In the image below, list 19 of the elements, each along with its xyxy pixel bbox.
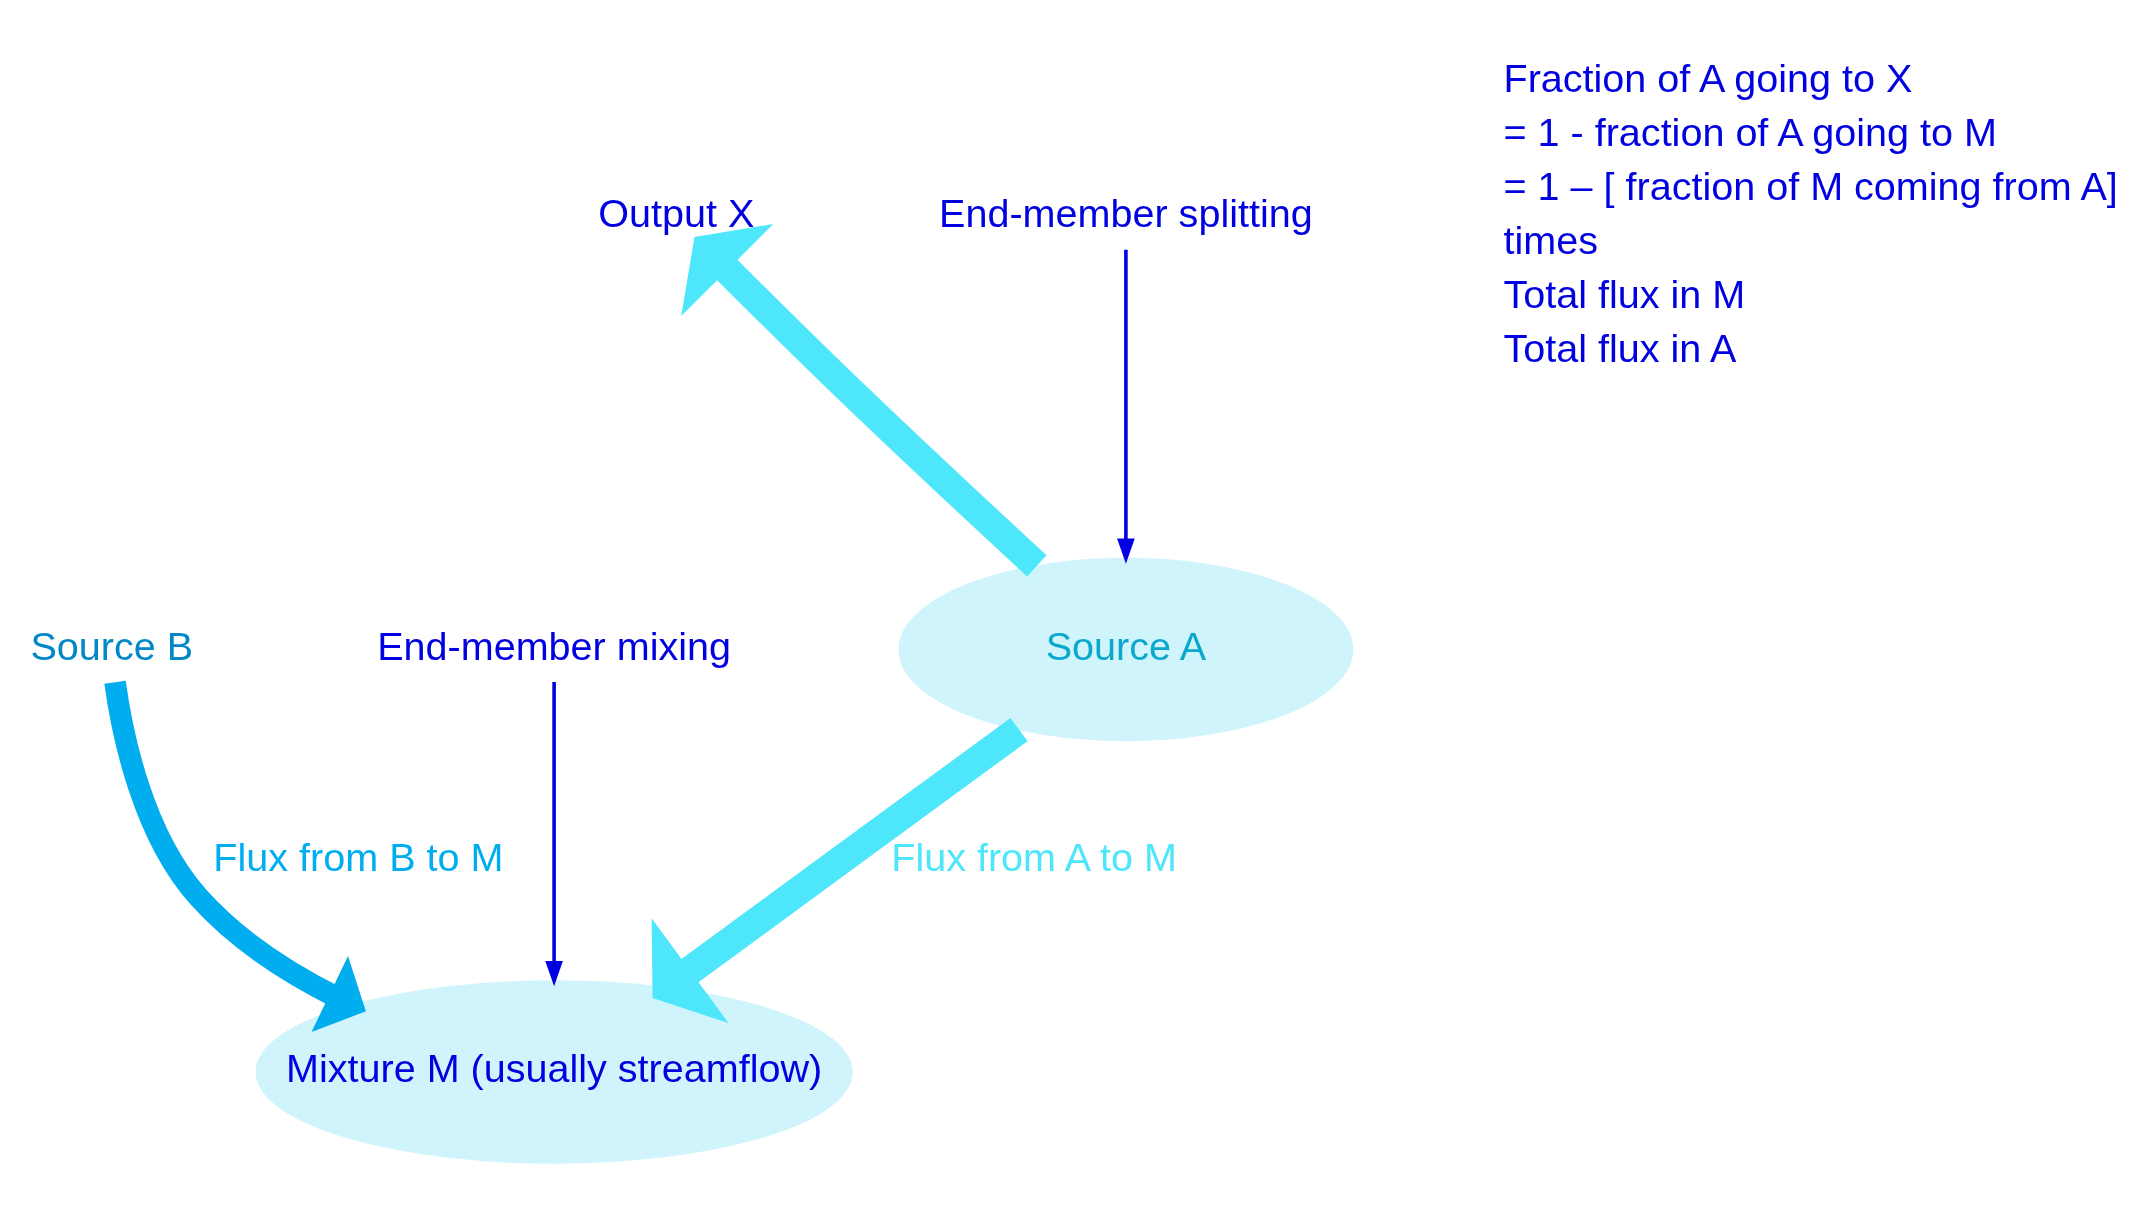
label: = 1 - fraction of A going to M <box>1503 109 1998 154</box>
arrow <box>681 223 1047 576</box>
node-ellipse: Mixture M (usually streamflow) <box>255 979 853 1164</box>
label: = 1 – [ fraction of M coming from A] <box>1503 163 2118 208</box>
edge-label: Flux from A to M <box>891 834 1177 879</box>
label: Fraction of A going to X <box>1503 55 1913 100</box>
arrow <box>651 717 1028 1023</box>
arrow <box>104 680 366 1032</box>
node-text: End-member splitting <box>939 190 1313 235</box>
label: Total flux in A <box>1503 325 1737 370</box>
label: Total flux in M <box>1503 271 1746 316</box>
node-text: Source B <box>30 623 194 668</box>
edge-label: Flux from B to M <box>213 834 504 879</box>
node-ellipse: Source A <box>898 557 1354 741</box>
arrow <box>545 681 563 986</box>
label: times <box>1503 217 1598 262</box>
node-text: Output X <box>598 190 755 235</box>
arrow <box>1117 249 1135 564</box>
node-text: End-member mixing <box>377 623 732 668</box>
